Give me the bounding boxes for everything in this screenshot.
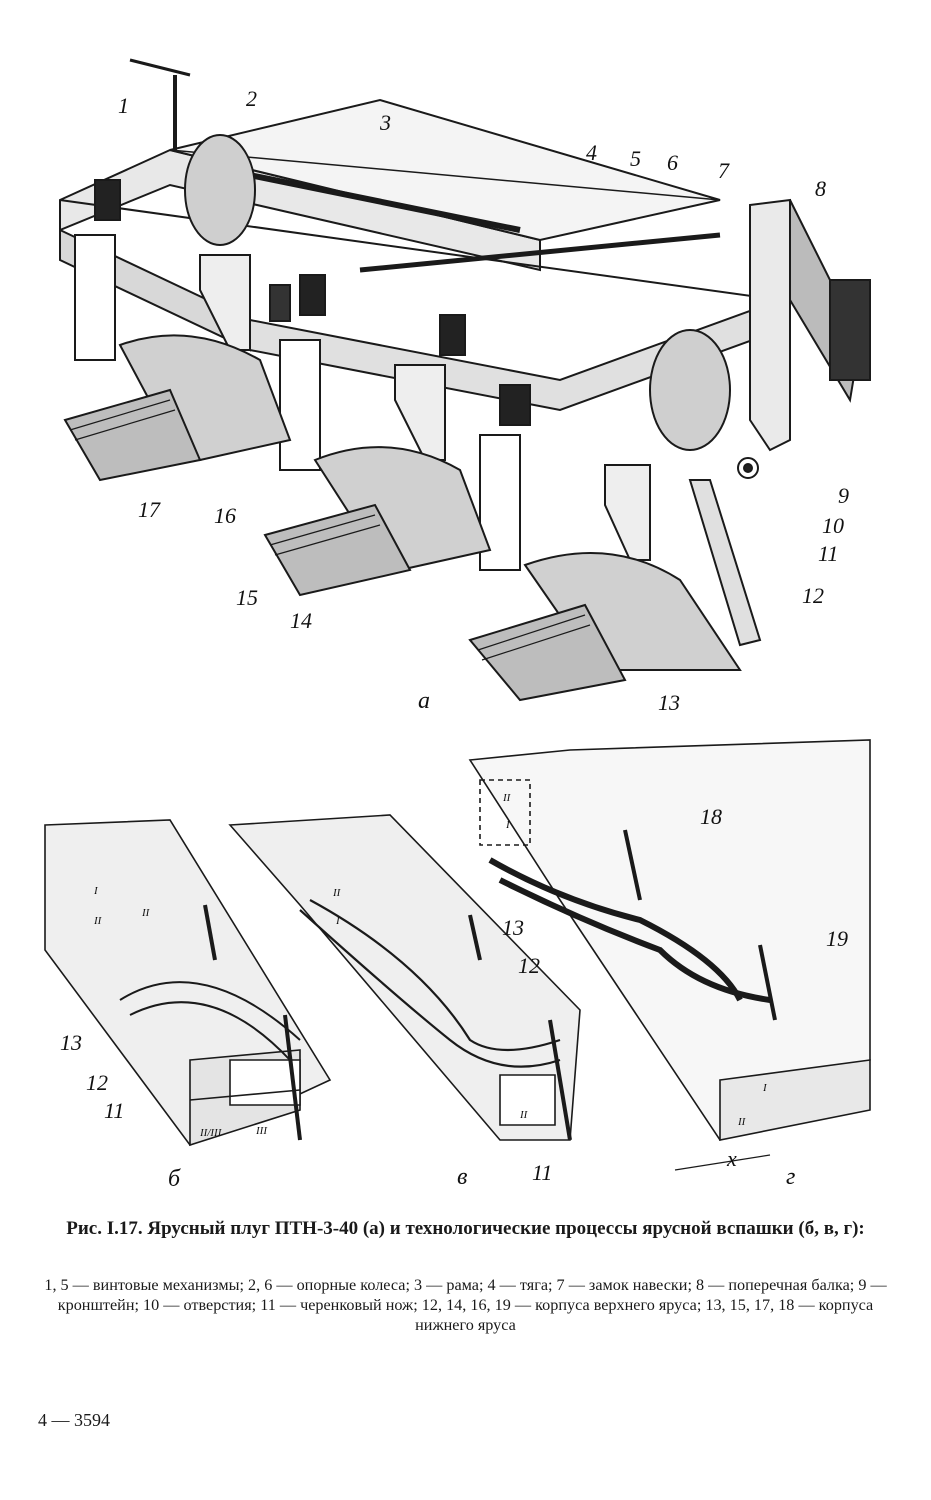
- callout-b-11: 11: [104, 1098, 125, 1123]
- layer-mark-g-2: I: [506, 819, 510, 831]
- layer-mark-g-3: I: [763, 1082, 767, 1094]
- callout-4: 4: [586, 140, 597, 165]
- callout-5: 5: [630, 146, 641, 171]
- callout-14: 14: [290, 608, 312, 633]
- callout-12: 12: [802, 583, 824, 608]
- plow-bodies: [63, 334, 762, 702]
- plow-frame: [59, 58, 871, 571]
- sub-label-g: г: [786, 1164, 796, 1190]
- callout-g-18: 18: [700, 804, 722, 829]
- panel-v-drawing: [228, 814, 581, 1141]
- figure-caption-legend: 1, 5 — винтовые механизмы; 2, 6 — опорны…: [44, 1276, 887, 1334]
- layer-mark-v-1: II: [333, 887, 341, 899]
- page-number: 4 — 3594: [38, 1410, 110, 1430]
- callout-8: 8: [815, 176, 826, 201]
- callout-v-12: 12: [518, 953, 540, 978]
- callout-b-12: 12: [86, 1070, 108, 1095]
- sub-label-b: б: [168, 1166, 181, 1192]
- layer-mark-g-4: II: [738, 1116, 746, 1128]
- panel-g-drawing: [468, 739, 871, 1171]
- plow-drawing: [44, 58, 871, 1171]
- callout-9: 9: [838, 483, 849, 508]
- layer-mark-v-3: II: [520, 1109, 528, 1121]
- callout-6: 6: [667, 150, 678, 175]
- callout-11: 11: [818, 541, 839, 566]
- sub-label-a: а: [418, 688, 430, 714]
- layer-mark-b-2: II: [94, 915, 102, 927]
- callout-7: 7: [718, 158, 729, 183]
- callout-v-11: 11: [532, 1160, 553, 1185]
- figure-illustration: 1 2 3 4 5 6 7 8 9 10 11 12 13 14 15 16 1…: [44, 58, 871, 1192]
- figure-caption-title: Рис. I.17. Ярусный плуг ПТН-3-40 (а) и т…: [66, 1218, 865, 1239]
- layer-mark-b-5: III: [256, 1125, 267, 1137]
- callout-15: 15: [236, 585, 258, 610]
- layer-mark-b-4: II/III: [200, 1127, 222, 1139]
- layer-mark-b-3: II: [142, 907, 150, 919]
- callout-b-13: 13: [60, 1030, 82, 1055]
- layer-mark-b-1: I: [94, 885, 98, 897]
- callout-17: 17: [138, 497, 160, 522]
- callout-g-19: 19: [826, 926, 848, 951]
- callout-v-13: 13: [502, 915, 524, 940]
- callout-2: 2: [246, 86, 257, 111]
- callout-3: 3: [380, 110, 391, 135]
- callout-16: 16: [214, 503, 236, 528]
- layer-mark-v-2: I: [336, 915, 340, 927]
- callout-13: 13: [658, 690, 680, 715]
- callout-1: 1: [118, 93, 129, 118]
- sub-label-v: в: [457, 1164, 468, 1190]
- layer-mark-g-1: II: [503, 792, 511, 804]
- width-mark-x: x: [727, 1146, 737, 1171]
- panel-b-drawing: [44, 819, 332, 1147]
- callout-10: 10: [822, 513, 844, 538]
